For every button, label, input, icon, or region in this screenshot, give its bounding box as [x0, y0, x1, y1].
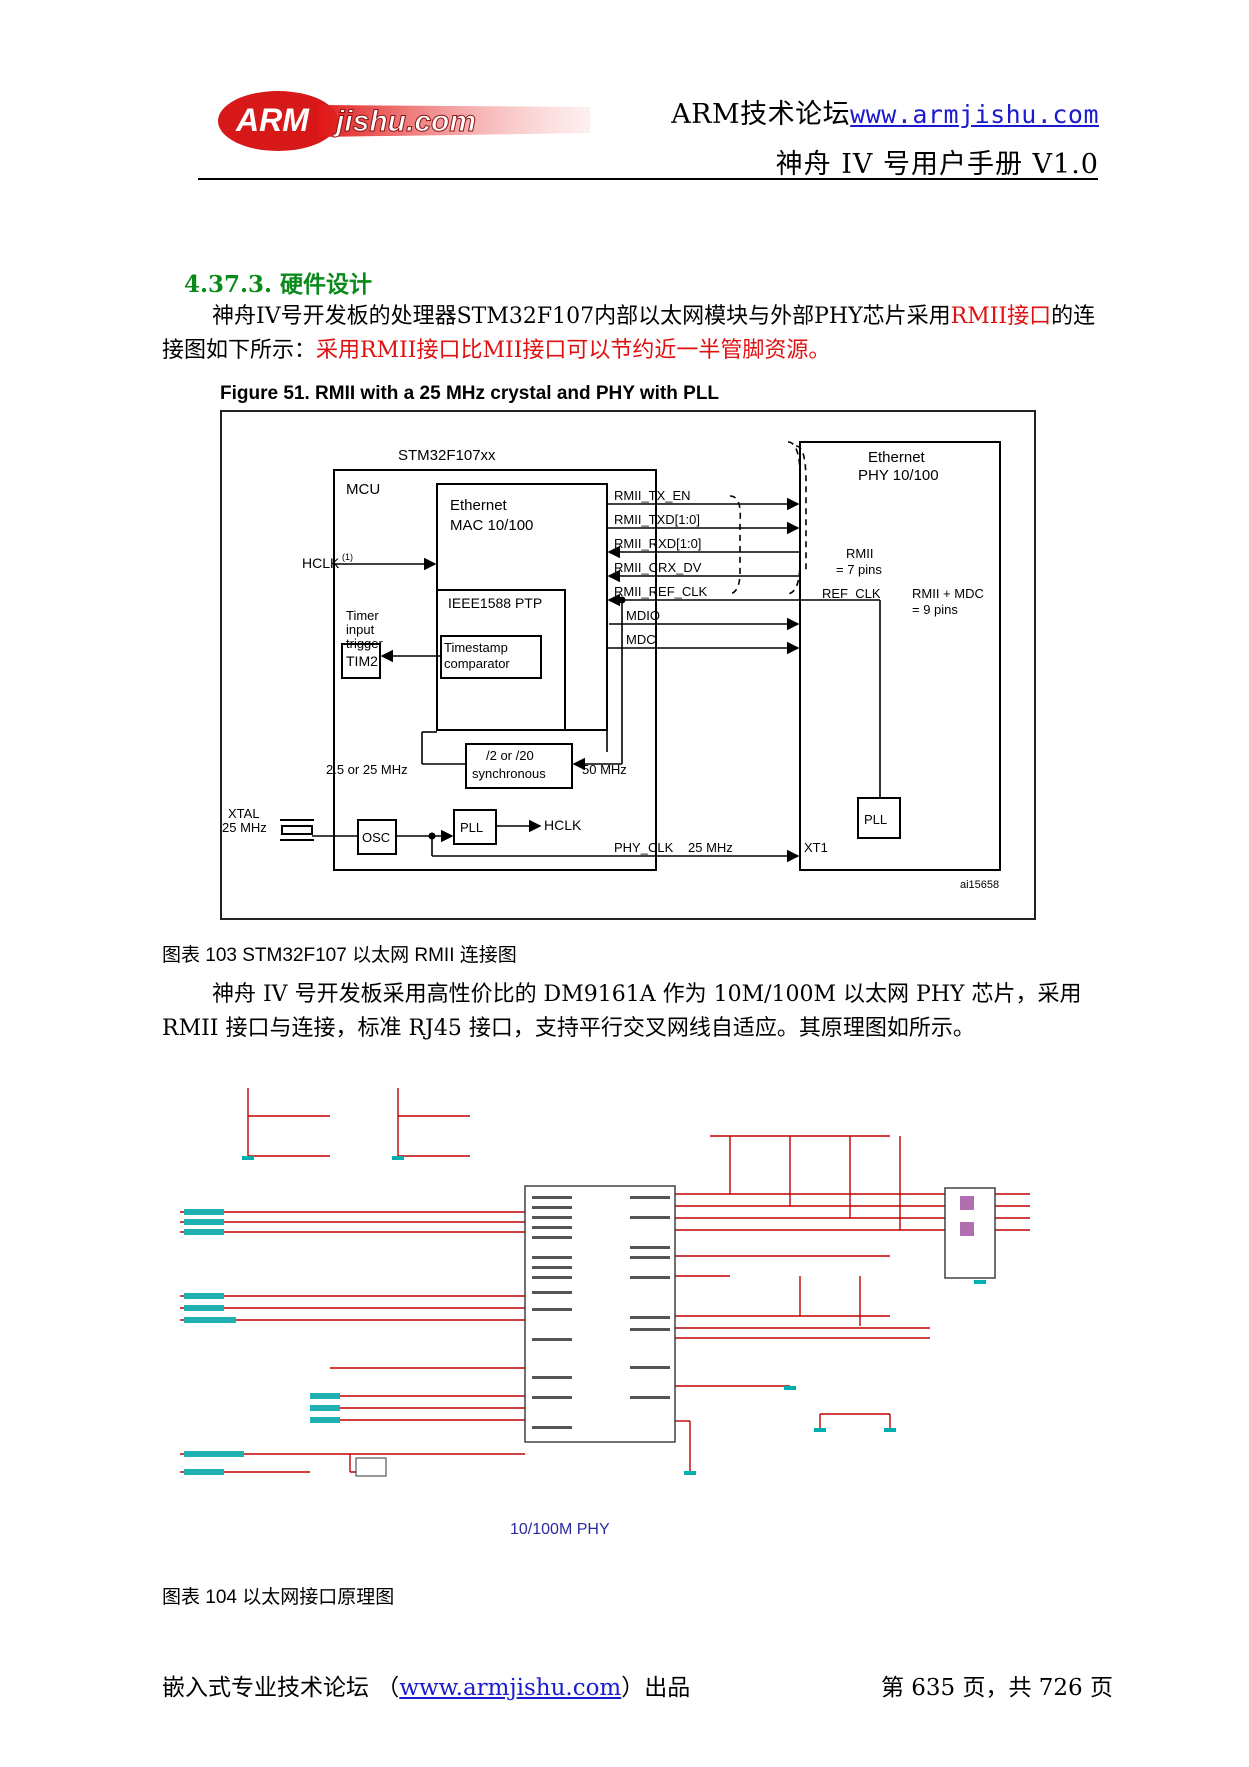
figure-title: Figure 51. RMII with a 25 MHz crystal an… — [220, 383, 720, 404]
schematic-title: 10/100M PHY — [510, 1521, 610, 1538]
rmii-block-diagram: STM32F107xx MCU Ethernet MAC 10/100 HCLK… — [222, 441, 1001, 891]
oscillator-part — [355, 1457, 387, 1477]
pll-phy-box — [857, 797, 901, 839]
timestamp-box — [440, 635, 542, 679]
footer-left: 嵌入式专业技术论坛 （www.armjishu.com）出品 — [162, 1675, 691, 1701]
svg-text:= 9 pins: = 9 pins — [912, 602, 958, 617]
svg-text:synchronous: synchronous — [472, 766, 546, 781]
svg-text:RMII_REF_CLK: RMII_REF_CLK — [614, 584, 708, 599]
svg-text:25 MHz: 25 MHz — [222, 820, 267, 835]
svg-text:XT1: XT1 — [804, 840, 828, 855]
svg-text:XTAL: XTAL — [228, 806, 260, 821]
svg-text:HCLK: HCLK — [302, 555, 340, 571]
figure-103-caption: 图表 103 STM32F107 以太网 RMII 连接图 — [162, 945, 517, 966]
svg-text:MCU: MCU — [346, 481, 380, 498]
header-rule — [198, 178, 1098, 180]
svg-text:MAC 10/100: MAC 10/100 — [450, 517, 533, 534]
svg-text:ai15658: ai15658 — [960, 879, 999, 891]
dm9161a-chip — [524, 1185, 676, 1443]
svg-text:TIM2: TIM2 — [346, 653, 378, 669]
intro-paragraph: 神舟IV号开发板的处理器STM32F107内部以太网模块与外部PHY芯片采用RM… — [162, 304, 1096, 363]
svg-text:/2 or /20: /2 or /20 — [486, 748, 534, 763]
svg-text:= 7 pins: = 7 pins — [836, 562, 882, 577]
ptp-box — [436, 589, 566, 731]
svg-text:IEEE1588 PTP: IEEE1588 PTP — [448, 595, 542, 611]
svg-text:MDIO: MDIO — [626, 608, 660, 623]
svg-text:Timer: Timer — [346, 608, 379, 623]
svg-text:ARM: ARM — [235, 102, 310, 138]
svg-text:RMII_RXD[1:0]: RMII_RXD[1:0] — [614, 536, 701, 551]
svg-text:STM32F107xx: STM32F107xx — [398, 447, 496, 464]
svg-text:PHY 10/100: PHY 10/100 — [858, 467, 939, 484]
svg-text:jishu.com: jishu.com — [332, 105, 476, 138]
figure-104-caption: 图表 104 以太网接口原理图 — [162, 1587, 395, 1608]
svg-text:REF_CLK: REF_CLK — [822, 586, 881, 601]
svg-text:RMII: RMII — [846, 546, 873, 561]
svg-text:25 MHz: 25 MHz — [688, 840, 733, 855]
header-forum: ARM技术论坛www.armjishu.com — [671, 92, 1099, 131]
svg-text:Timestamp: Timestamp — [444, 640, 508, 655]
phy-paragraph: 神舟 IV 号开发板采用高性价比的 DM9161A 作为 10M/100M 以太… — [162, 982, 1082, 1041]
svg-text:PHY_CLK: PHY_CLK — [614, 840, 674, 855]
divider-box — [465, 743, 573, 789]
svg-text:OSC: OSC — [362, 830, 390, 845]
svg-text:comparator: comparator — [444, 656, 510, 671]
phy-box — [799, 441, 1001, 871]
svg-text:Ethernet: Ethernet — [450, 497, 508, 514]
section-heading: 4.37.3. 硬件设计 — [184, 271, 373, 298]
footer-link[interactable]: www.armjishu.com — [399, 1675, 622, 1701]
svg-text:RMII_CRX_DV: RMII_CRX_DV — [614, 560, 702, 575]
svg-text:PLL: PLL — [864, 812, 887, 827]
svg-text:RMII_TX_EN: RMII_TX_EN — [614, 488, 691, 503]
svg-text:input: input — [346, 622, 375, 637]
figure-frame — [220, 410, 1036, 920]
page-number: 第 635 页，共 726 页 — [880, 1675, 1113, 1701]
svg-text:MDC: MDC — [626, 632, 656, 647]
svg-text:RMII_TXD[1:0]: RMII_TXD[1:0] — [614, 512, 700, 527]
forum-label: ARM技术论坛 — [671, 99, 851, 130]
svg-text:trigger: trigger — [346, 636, 384, 651]
manual-title: 神舟 IV 号用户手册 V1.0 — [775, 149, 1099, 180]
ethernet-schematic: 10/100M PHY — [180, 1088, 1030, 1538]
svg-text:50 MHz: 50 MHz — [582, 762, 627, 777]
svg-text:Ethernet: Ethernet — [868, 449, 926, 466]
svg-text:2.5 or 25 MHz: 2.5 or 25 MHz — [326, 762, 408, 777]
svg-text:PLL: PLL — [460, 820, 483, 835]
pll-mcu-box — [453, 809, 497, 845]
osc-box — [357, 819, 397, 855]
svg-text:RMII + MDC: RMII + MDC — [912, 586, 984, 601]
svg-text:HCLK: HCLK — [544, 817, 582, 833]
svg-text:(1): (1) — [342, 552, 353, 562]
tim2-box — [341, 643, 381, 679]
armjishu-logo: ARM jishu.com — [218, 91, 590, 151]
mcu-box — [333, 469, 657, 871]
forum-link[interactable]: www.armjishu.com — [850, 100, 1099, 129]
